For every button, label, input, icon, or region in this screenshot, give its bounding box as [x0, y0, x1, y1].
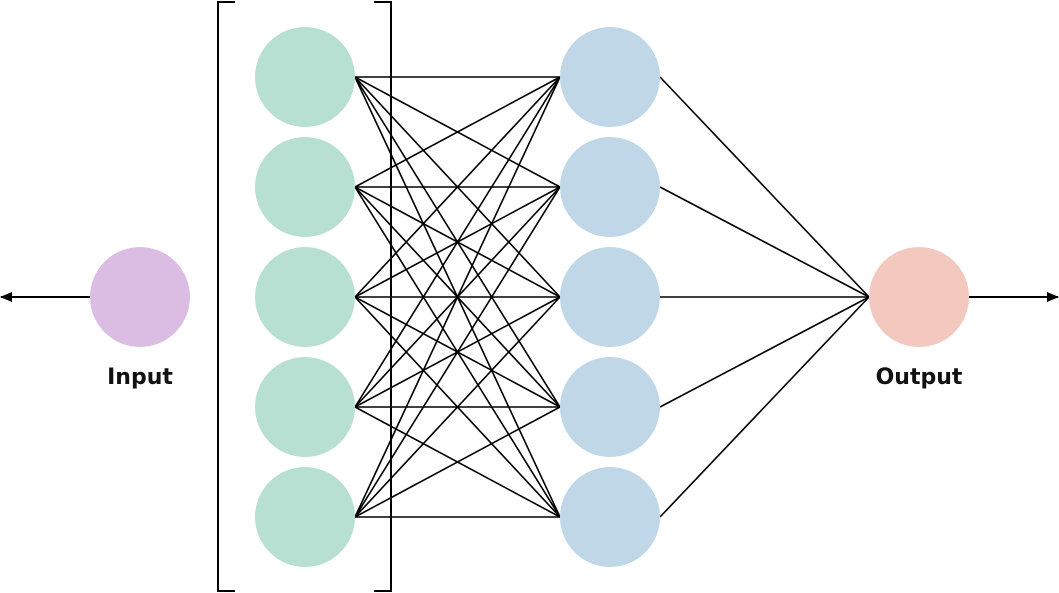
edge-h1-2-h2-1: [354, 76, 561, 188]
edge-h2-1-output: [659, 76, 870, 298]
edge-h2-4-output: [659, 296, 870, 408]
edge-h1-5-h2-3: [354, 296, 561, 518]
hidden1-node-5: [255, 467, 355, 567]
hidden1-node-1: [255, 27, 355, 127]
nodes: [90, 27, 969, 567]
input-node: [90, 247, 190, 347]
layer-bracket-right: [374, 1, 392, 592]
hidden1-node-3: [255, 247, 355, 347]
hidden1-node-4: [255, 357, 355, 457]
edge-h1-3-h2-1: [354, 76, 561, 298]
hidden2-node-1: [560, 27, 660, 127]
hidden2-node-2: [560, 137, 660, 237]
edge-h1-4-h2-1: [354, 76, 561, 408]
edge-h1-5-h2-2: [354, 186, 561, 518]
output-node: [869, 247, 969, 347]
hidden2-node-4: [560, 357, 660, 457]
hidden2-node-3: [560, 247, 660, 347]
edge-h2-5-output: [659, 296, 870, 518]
edge-h1-5-h2-1: [354, 76, 561, 518]
output-label: Output: [876, 365, 963, 390]
hidden2-node-5: [560, 467, 660, 567]
input-label: Input: [107, 365, 173, 390]
hidden1-node-2: [255, 137, 355, 237]
edge-h1-5-h2-4: [354, 406, 561, 518]
connections: [354, 76, 870, 518]
layer-bracket-left: [217, 1, 235, 592]
edge-h2-2-output: [659, 186, 870, 298]
